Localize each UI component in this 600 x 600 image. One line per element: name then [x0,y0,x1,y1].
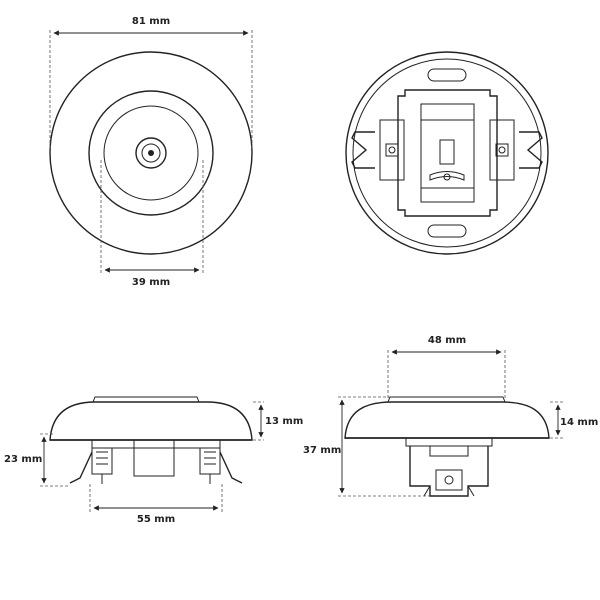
side-left-collar [91,439,221,449]
back-top-slot [427,68,467,82]
back-mechanism-frame [397,89,498,217]
back-center-screw [443,173,451,181]
back-center-bar [429,171,465,181]
back-right-terminal [489,119,515,181]
front-outer-ring [49,51,253,255]
back-bottom-slot [427,224,467,238]
side-right-dome [344,401,550,439]
side-right-center-block [435,469,463,491]
front-middle-ring [88,90,214,216]
side-view-left: 13 mm 23 mm 55 mm [4,396,303,525]
front-knob-center [148,150,154,156]
back-left-terminal [379,119,405,181]
side-left-dome [49,401,253,441]
base-width-label: 55 mm [137,514,175,525]
side-right-tabs [423,485,475,497]
left-height-label: 23 mm [4,454,42,465]
back-view [345,51,549,255]
front-view: 81 mm 39 mm [49,16,253,288]
back-right-screw-box [495,143,509,157]
back-mechanism-core [420,103,475,203]
front-inner-ring [103,105,199,201]
back-left-screw-box [385,143,399,157]
side-left-top-cap [92,396,200,403]
side-right-collar [405,437,493,447]
side-right-screw [444,475,454,485]
top-width-label: 48 mm [428,335,466,346]
back-left-clamp [351,131,375,169]
side-left-claw-a [69,451,93,484]
plate-height-label: 13 mm [265,416,303,427]
back-left-screw [388,146,396,154]
total-height-label: 37 mm [303,445,341,456]
back-right-screw [498,146,506,154]
back-inner-ring [352,58,542,248]
side-right-top-block [429,445,469,457]
back-right-clamp [519,131,543,169]
back-outer-ring [345,51,549,255]
side-right-mechanism [409,446,489,497]
side-view-right: 48 mm 14 mm 37 mm [303,335,598,497]
front-knob-inner [141,143,161,163]
side-left-claw-b [219,451,243,484]
front-width-label: 81 mm [132,16,170,27]
side-right-top-cap [387,396,506,403]
side-left-center-block [133,439,175,477]
inner-diameter-label: 39 mm [132,277,170,288]
front-knob-outer [135,137,167,169]
plate-height-right-label: 14 mm [560,417,598,428]
back-center-switch [439,139,455,165]
